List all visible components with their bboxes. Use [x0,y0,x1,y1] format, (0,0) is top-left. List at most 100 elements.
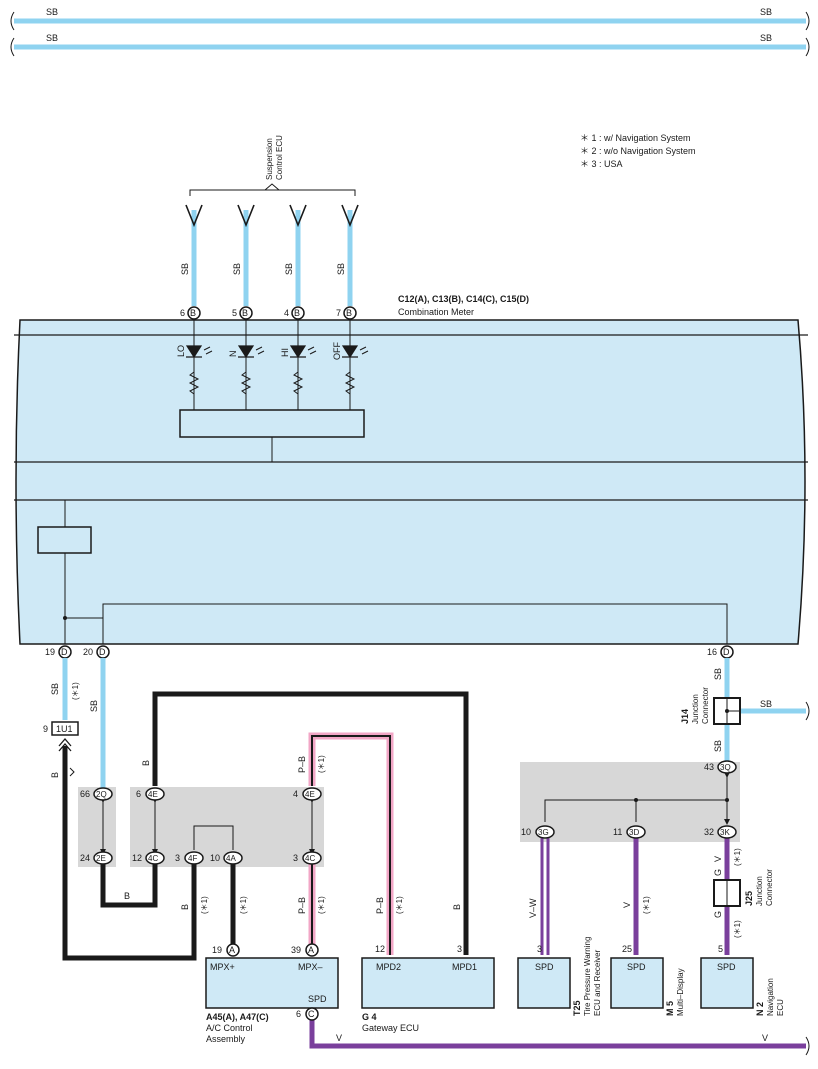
meter-bpin-3: 16 [707,647,717,657]
wl-v-spd-right: V [762,1033,768,1043]
tpw-ecu: 3 SPD T25 Tire Pressure Warning ECU and … [517,937,602,1016]
jb-left-pin-1: 66 [80,789,90,799]
wl-star-4f: (＊1) [200,896,209,914]
meter-conn-3: B [294,308,300,318]
jb-left-pin-2: 24 [80,853,90,863]
j14-line2: Connector [701,687,710,724]
wl-star-d19: (＊1) [71,682,80,700]
suspension-ecu-line1: Suspension [265,138,274,180]
iu1-label: 1U1 [56,724,73,734]
wl-sb-d20: SB [89,700,99,712]
meter-codes: C12(A), C13(B), C14(C), C15(D) [398,294,529,304]
ac-conn-c: C [308,1009,315,1019]
multi-pin: 25 [622,944,632,954]
meter-inner-block [37,526,92,554]
wl-star-4c: (＊1) [317,896,326,914]
gw-mpd1: MPD1 [452,962,477,972]
ac-pin6: 6 [296,1009,301,1019]
wl-v-3k: V [713,856,723,862]
jb-right-pin-2: 11 [613,827,622,837]
jb-mid-pin-4: 10 [210,853,220,863]
top-wire-label-4: SB [760,33,772,43]
meter-bconn-1: D [61,647,68,657]
jb-mid-conn-1: 4E [148,790,158,799]
jb-right-top-pin: 43 [704,762,714,772]
nav-spd: SPD [717,962,736,972]
jb-right-top-conn: 3Q [720,763,731,772]
tpw-pin: 3 [537,944,542,954]
meter-top-pins: 6 B 5 B 4 B 7 B [180,306,357,320]
meter-conn-2: B [242,308,248,318]
note-3: ＊ 3 : USA [580,159,623,169]
led-n-label: N [228,351,238,358]
jb-right-pin-1: 10 [521,827,531,837]
tpw-line1: Tire Pressure Warning [583,937,592,1016]
combination-meter: C12(A), C13(B), C14(C), C15(D) Combinati… [14,294,808,659]
led-off-label: OFF [332,342,342,360]
jb-mid-conn-2: 4C [148,854,158,863]
meter-leds: LO N HI OFF [176,319,369,462]
nav-pin: 5 [718,944,723,954]
wl-sb-j14-down: SB [713,740,723,752]
jb-mid-pin-5: 4 [293,789,298,799]
meter-bottom-pins: 19 D 20 D 16 D [45,645,734,659]
j25-line1: Junction [755,876,764,906]
wl-g-j25-in: G [713,869,723,876]
top-wire-label-3: SB [46,33,58,43]
note-2: ＊ 2 : w/o Navigation System [580,146,696,156]
top-wire-label-2: SB [760,7,772,17]
gw-mpd2: MPD2 [376,962,401,972]
suspension-ecu-bracket: Suspension Control ECU [189,135,356,196]
wl-sb-d16: SB [713,668,723,680]
multi-spd: SPD [627,962,646,972]
meter-pin-1: 6 [180,308,185,318]
ac-conn-a1: A [229,945,235,955]
tpw-code: T25 [572,1000,582,1016]
ac-line1: A/C Control [206,1023,253,1033]
wl-sb-d19: SB [50,683,60,695]
meter-bpin-1: 19 [45,647,55,657]
iu1-pin: 9 [43,724,48,734]
jb-right-conn-3: 3K [720,828,730,837]
wire-sb-1: SB [180,263,190,275]
notes: ＊ 1 : w/ Navigation System ＊ 2 : w/o Nav… [580,133,696,169]
nav-line1: Navigation [766,978,775,1016]
wl-star-4a: (＊1) [239,896,248,914]
wl-star-j25: (＊1) [733,920,742,938]
wl-pb-g4: P–B [375,897,385,914]
wire-sb-2: SB [232,263,242,275]
tpw-line2: ECU and Receiver [593,949,602,1016]
j25-line2: Connector [765,869,774,906]
wl-b-1u1: B [50,772,60,778]
meter-conn-4: B [346,308,352,318]
tpw-spd: SPD [535,962,554,972]
meter-pin-2: 5 [232,308,237,318]
ac-codes: A45(A), A47(C) [206,1012,269,1022]
multi-name: Multi–Display [676,968,685,1016]
wl-b-2e: B [124,891,130,901]
led-hi-label: HI [280,348,290,357]
jb-left-conn-2: 2E [96,854,106,863]
wl-g-j25-out: G [713,911,723,918]
lower-wires [62,658,810,1056]
meter-bconn-2: D [99,647,106,657]
jb-right-conn-1: 3G [538,828,549,837]
meter-pin-3: 4 [284,308,289,318]
ac-control-assembly: A 19 A 39 MPX+ MPX– SPD C 6 A45(A), A47(… [205,943,339,1044]
lower-connectors: 1U1 9 66 2Q 24 2E 6 4E 12 4C 3 4F 10 4A … [43,697,741,907]
meter-conn-1: B [190,308,196,318]
lower-wire-labels: SB (＊1) SB B B P–B (＊1) B B (＊1) (＊1) P–… [50,668,772,1043]
wire-sb-4: SB [336,263,346,275]
gateway-ecu: 12 3 MPD2 MPD1 G 4 Gateway ECU [361,944,495,1033]
jb-mid-conn-4: 4A [226,854,236,863]
wl-pb-4e: P–B [297,756,307,773]
jb-mid-pin-3: 3 [175,853,180,863]
multi-code: M 5 [665,1001,675,1016]
nav-line2: ECU [776,999,785,1016]
wl-b-mpd1: B [452,904,462,910]
gw-code: G 4 [362,1012,377,1022]
wl-star-3d: (＊1) [642,896,651,914]
meter-pin-4: 7 [336,308,341,318]
j14-line1: Junction [691,694,700,724]
